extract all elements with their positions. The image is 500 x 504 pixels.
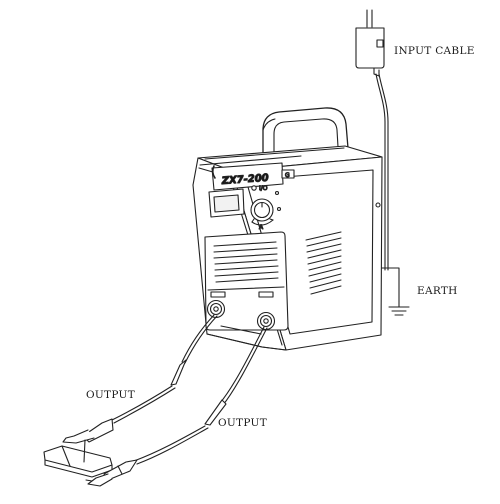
brand-badge: G — [285, 172, 290, 179]
output-label-top: OUTPUT — [86, 389, 135, 401]
model-label: ZX7-200 — [220, 173, 269, 187]
earth-clamp — [85, 459, 138, 487]
output-cable-clamp — [133, 326, 268, 465]
output-terminal-right — [256, 311, 276, 331]
current-display — [208, 188, 245, 218]
electrode-holder — [43, 418, 114, 478]
current-knob[interactable]: A — [250, 198, 274, 232]
front-grill — [204, 231, 289, 331]
output-cable-electrode — [111, 314, 218, 424]
output-terminal-left — [206, 299, 226, 319]
model-strip: ZX7-200 G — [211, 162, 295, 191]
terminal-label-plus — [258, 291, 274, 298]
earth-label: EARTH — [417, 285, 458, 297]
output-label-bottom: OUTPUT — [218, 417, 267, 429]
input-cable — [375, 73, 389, 271]
indicator-label: I/O — [259, 185, 268, 192]
power-indicator-icon — [251, 185, 257, 191]
side-vents — [305, 231, 342, 295]
input-plug — [355, 9, 385, 77]
knob-scale-label: A — [259, 224, 264, 231]
carry-handle — [262, 107, 349, 153]
input-cable-label: INPUT CABLE — [394, 45, 475, 57]
welder-machine: ZX7-200 G I/O A — [192, 107, 383, 351]
terminal-label-minus — [210, 291, 226, 298]
